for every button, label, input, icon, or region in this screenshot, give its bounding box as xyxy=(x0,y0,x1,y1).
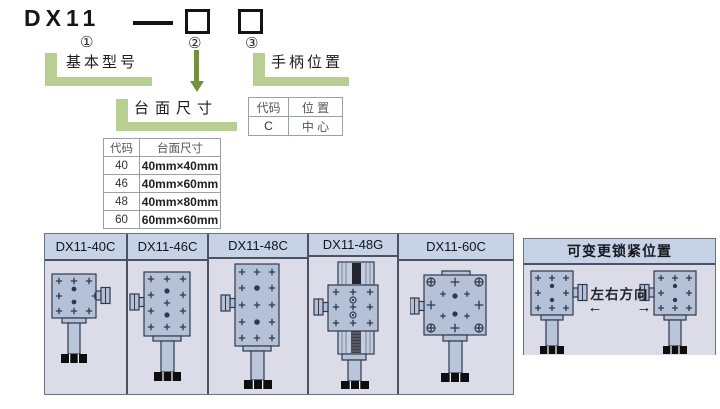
code-box-2 xyxy=(185,9,210,34)
stage-figure-knob-right xyxy=(527,268,603,359)
product-label: DX11-40C xyxy=(45,234,126,261)
right-arrow-icon: → xyxy=(636,299,652,316)
stage-figure xyxy=(209,259,307,394)
model-code-dash xyxy=(133,21,173,25)
left-arrow-icon: ← xyxy=(587,299,603,316)
direction-callout: 左右方向 ← → xyxy=(587,283,652,316)
direction-label: 左右方向 xyxy=(590,287,649,302)
table-row: C 中 心 xyxy=(248,116,343,136)
callout-3: ③ xyxy=(245,35,259,52)
product-col-dx11-60c: DX11-60C xyxy=(399,234,513,394)
products-grid: DX11-40C DX11-46C DX11-48C DX11-48G DX11… xyxy=(45,234,513,394)
product-col-dx11-40c: DX11-40C xyxy=(45,234,128,394)
label-basic-model: 基本型号 xyxy=(66,54,139,71)
lock-position-panel: 可变更锁紧位置 左右方向 ← → xyxy=(523,238,716,355)
size-col-size: 台面尺寸 xyxy=(139,138,221,157)
product-col-dx11-46c: DX11-46C xyxy=(128,234,209,394)
stage-figure xyxy=(309,257,397,394)
size-val-60: 60mm×60mm xyxy=(139,210,221,229)
size-code-46: 46 xyxy=(103,174,140,193)
down-arrow-head-icon xyxy=(190,81,204,92)
table-row: 48 40mm×80mm xyxy=(103,192,221,211)
size-code-60: 60 xyxy=(103,210,140,229)
lock-panel-body: 左右方向 ← → xyxy=(524,265,715,355)
bracket-table-size xyxy=(116,99,237,131)
label-table-size: 台面尺寸 xyxy=(134,100,219,117)
lock-panel-title: 可变更锁紧位置 xyxy=(524,239,715,265)
stage-figure-knob-left xyxy=(636,268,712,359)
product-col-dx11-48g: DX11-48G xyxy=(309,234,399,394)
size-val-46: 40mm×60mm xyxy=(139,174,221,193)
handle-col-pos: 位 置 xyxy=(288,97,343,117)
callout-1: ① xyxy=(80,34,94,51)
callout-2: ② xyxy=(188,35,202,52)
product-label: DX11-48G xyxy=(309,234,397,257)
product-label: DX11-46C xyxy=(128,234,207,261)
stage-figure xyxy=(45,261,126,394)
size-code-40: 40 xyxy=(103,156,140,175)
bracket-basic-model xyxy=(45,53,152,86)
table-row: 40 40mm×40mm xyxy=(103,156,221,175)
direction-arrows: ← → xyxy=(587,299,652,316)
size-col-code: 代码 xyxy=(103,138,140,157)
down-arrow-icon xyxy=(194,50,199,81)
stage-figure xyxy=(399,261,513,394)
table-row: 46 40mm×60mm xyxy=(103,174,221,193)
handle-pos-center: 中 心 xyxy=(288,116,343,136)
table-size-table: 代码 台面尺寸 40 40mm×40mm 46 40mm×60mm 48 40m… xyxy=(103,138,221,229)
handle-col-code: 代码 xyxy=(248,97,289,117)
products-panel: DX11-40C DX11-46C DX11-48C DX11-48G DX11… xyxy=(44,233,514,395)
label-handle-position: 手柄位置 xyxy=(271,54,344,71)
size-val-40: 40mm×40mm xyxy=(139,156,221,175)
handle-code-c: C xyxy=(248,116,289,136)
table-row: 60 60mm×60mm xyxy=(103,210,221,229)
bracket-handle-position xyxy=(253,53,349,86)
product-label: DX11-60C xyxy=(399,234,513,261)
model-code-title: DX11 xyxy=(24,5,101,31)
product-col-dx11-48c: DX11-48C xyxy=(209,234,309,394)
code-box-3 xyxy=(238,9,263,34)
stage-figure xyxy=(128,261,207,394)
size-val-48: 40mm×80mm xyxy=(139,192,221,211)
handle-position-table: 代码 位 置 C 中 心 xyxy=(248,97,343,136)
product-label: DX11-48C xyxy=(209,234,307,259)
size-code-48: 48 xyxy=(103,192,140,211)
